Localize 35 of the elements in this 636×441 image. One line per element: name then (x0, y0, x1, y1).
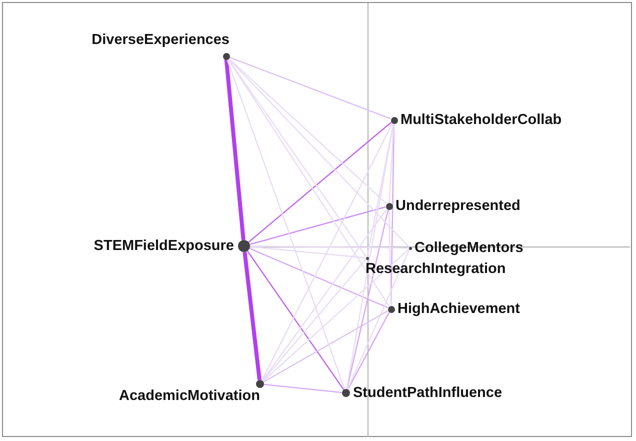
node-label: STEMFieldExposure (94, 238, 234, 254)
connection-line (347, 312, 390, 390)
connection-line (242, 252, 262, 380)
connection-line (262, 208, 388, 382)
node-label: AcademicMotivation (119, 388, 260, 405)
connection-line (366, 123, 394, 257)
connection-line (264, 384, 342, 394)
connection-line (388, 123, 394, 203)
connection-line (228, 58, 387, 204)
connection-line (388, 209, 392, 306)
connection-line (246, 250, 344, 390)
connection-line (261, 122, 393, 381)
connection-line (224, 59, 246, 240)
connection-line (263, 310, 388, 383)
connection-line (228, 58, 367, 258)
connection-line (228, 58, 410, 248)
node-label: HighAchievement (398, 300, 520, 318)
connection-line (229, 56, 391, 120)
connection-line (226, 59, 346, 390)
connection-line (250, 246, 366, 258)
node-label: Underrepresented (396, 198, 520, 214)
connection-line (248, 122, 392, 243)
connection-line (249, 248, 388, 308)
connection-line (346, 209, 389, 390)
node-label: ResearchIntegration (366, 260, 506, 278)
connection-line (250, 245, 408, 249)
connection-line (262, 258, 366, 382)
node-label: DiverseExperiences (92, 32, 230, 48)
connection-line (250, 206, 386, 245)
node-label: MultiStakeholderCollab (400, 112, 562, 128)
connection-line (347, 249, 410, 390)
connection-line (262, 248, 410, 382)
node-label: CollegeMentors (414, 240, 524, 256)
connection-line (227, 58, 390, 306)
node-label: StudentPathInfluence (353, 384, 502, 402)
